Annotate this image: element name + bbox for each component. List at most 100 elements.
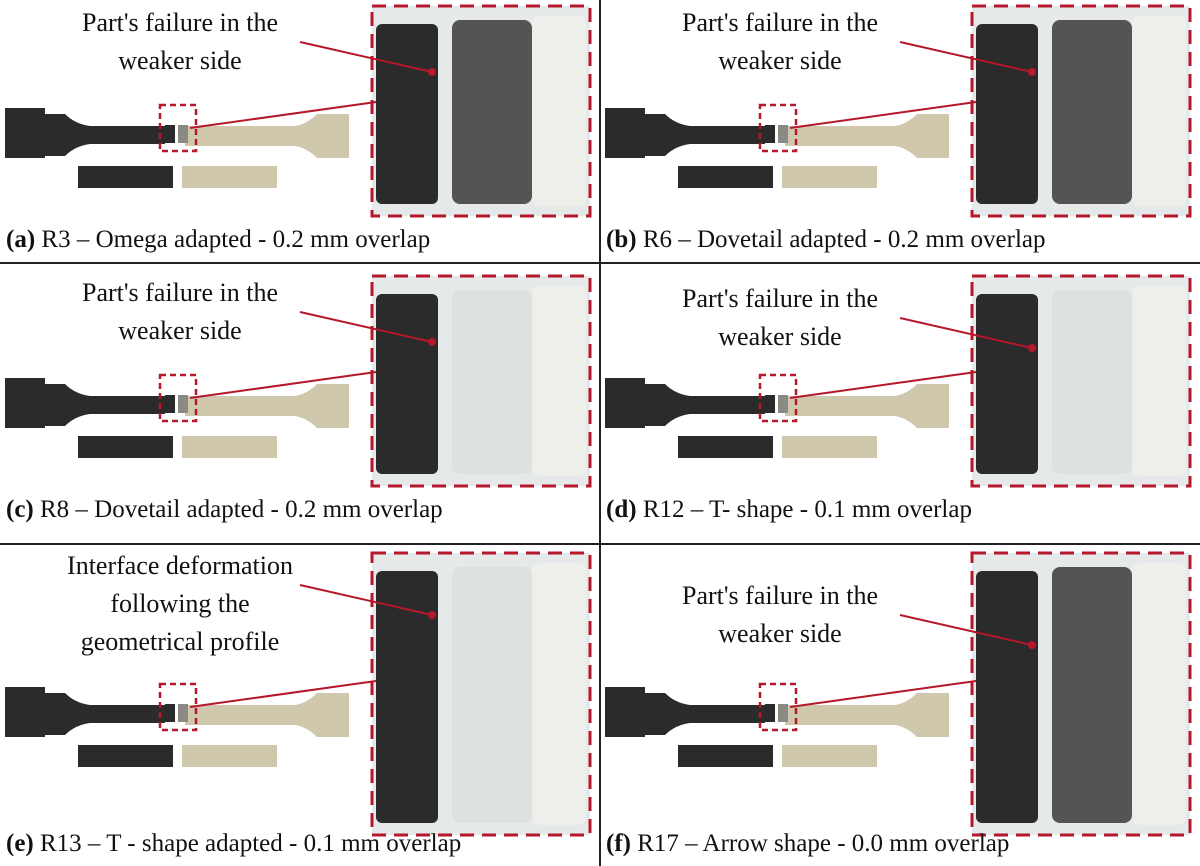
- annotation-pointer-dot: [1028, 641, 1036, 649]
- annotation-line: following the: [110, 589, 250, 618]
- zoom-dark-part: [976, 24, 1038, 204]
- panel-c: Part's failure in the weaker side (c) R8 –…: [0, 270, 600, 540]
- light-specimen-half: [785, 114, 949, 158]
- broken-light-piece: [182, 745, 277, 767]
- annotation-line: weaker side: [118, 316, 242, 345]
- panel-caption-text: R8 – Dovetail adapted - 0.2 mm overlap: [33, 496, 443, 523]
- interface-light-piece: [178, 395, 188, 413]
- interface-light-piece: [778, 395, 788, 413]
- zoom-box-border: [370, 274, 592, 488]
- panel-caption-text: R13 – T - shape adapted - 0.1 mm overlap: [33, 830, 462, 857]
- interface-dark-piece: [765, 395, 775, 413]
- specimen-photo: [605, 274, 1192, 488]
- panel-label: (d): [606, 496, 637, 523]
- annotation-line: Part's failure in the: [81, 8, 278, 37]
- zoom-transparent-part: [532, 16, 586, 206]
- broken-dark-piece: [78, 436, 173, 458]
- annotation-pointer-dot: [428, 68, 436, 76]
- broken-light-piece: [782, 745, 877, 767]
- annotation-line: Interface deformation: [67, 551, 293, 580]
- panel-a: Part's failure in the weaker side (a) R3 –…: [0, 0, 600, 270]
- annotation-line: Part's failure in the: [681, 284, 878, 313]
- zoom-leader-line: [189, 101, 377, 129]
- panel-label: (e): [6, 830, 34, 857]
- dark-specimen-half: [605, 108, 765, 158]
- zoom-failed-interface: [1052, 20, 1132, 204]
- dark-specimen-half: [605, 378, 765, 428]
- zoom-dark-part: [376, 294, 438, 474]
- vertical-divider: [599, 0, 601, 866]
- panel-label: (f): [606, 830, 631, 857]
- annotation-pointer-dot: [1028, 344, 1036, 352]
- light-specimen-half: [185, 114, 349, 158]
- annotation-line: Part's failure in the: [681, 8, 878, 37]
- panel-caption-text: R12 – T- shape - 0.1 mm overlap: [636, 496, 972, 523]
- panel-label: (b): [606, 226, 637, 253]
- zoom-transparent-part: [532, 563, 586, 825]
- panel-label: (c): [6, 496, 34, 523]
- zoom-box-border: [970, 551, 1192, 837]
- annotation-text: Part's failure in the weaker side: [45, 4, 315, 80]
- interface-dark-piece: [765, 704, 775, 722]
- light-specimen-half: [785, 693, 949, 737]
- annotation-pointer-dot: [428, 611, 436, 619]
- broken-dark-piece: [78, 166, 173, 188]
- annotation-line: Part's failure in the: [681, 581, 878, 610]
- broken-dark-piece: [678, 436, 773, 458]
- annotation-line: Part's failure in the: [81, 278, 278, 307]
- specimen-photo: [5, 551, 592, 837]
- interface-highlight-box: [758, 373, 798, 423]
- interface-highlight-box: [758, 103, 798, 153]
- interface-dark-piece: [165, 395, 175, 413]
- zoom-box-border: [370, 551, 592, 837]
- zoom-dark-part: [976, 294, 1038, 474]
- zoom-leader-line: [789, 371, 977, 399]
- dark-specimen-half: [5, 378, 165, 428]
- annotation-line: weaker side: [118, 46, 242, 75]
- specimen-photo: [605, 4, 1192, 218]
- annotation-leader-line: [299, 584, 433, 616]
- dark-specimen-half: [5, 108, 165, 158]
- annotation-text: Part's failure in the weaker side: [45, 274, 315, 350]
- zoom-box-border: [370, 4, 592, 218]
- panel-caption: (f) R17 – Arrow shape - 0.0 mm overlap: [606, 830, 1009, 858]
- annotation-leader-line: [899, 317, 1033, 349]
- interface-light-piece: [178, 125, 188, 143]
- annotation-line: weaker side: [718, 322, 842, 351]
- interface-highlight-box: [158, 682, 198, 732]
- light-specimen-half: [185, 384, 349, 428]
- zoom-failed-interface: [452, 567, 532, 823]
- broken-dark-piece: [678, 745, 773, 767]
- zoom-dark-part: [976, 571, 1038, 823]
- interface-dark-piece: [165, 125, 175, 143]
- zoom-box-border: [970, 274, 1192, 488]
- interface-dark-piece: [165, 704, 175, 722]
- interface-light-piece: [778, 125, 788, 143]
- annotation-leader-line: [899, 41, 1033, 73]
- interface-highlight-box: [158, 373, 198, 423]
- annotation-leader-line: [299, 41, 433, 73]
- broken-light-piece: [182, 166, 277, 188]
- panel-caption: (c) R8 – Dovetail adapted - 0.2 mm overl…: [6, 496, 443, 524]
- panel-caption-text: R17 – Arrow shape - 0.0 mm overlap: [630, 830, 1010, 857]
- zoom-failed-interface: [452, 290, 532, 474]
- zoom-leader-line: [189, 371, 377, 399]
- interface-dark-piece: [765, 125, 775, 143]
- zoom-leader-line: [789, 680, 977, 708]
- panel-caption: (a) R3 – Omega adapted - 0.2 mm overlap: [6, 226, 430, 254]
- annotation-leader-line: [899, 614, 1033, 646]
- zoom-transparent-part: [1132, 286, 1186, 476]
- horizontal-divider-top: [0, 262, 1200, 264]
- light-specimen-half: [785, 384, 949, 428]
- zoom-dark-part: [376, 24, 438, 204]
- annotation-pointer-dot: [428, 338, 436, 346]
- dark-specimen-half: [605, 687, 765, 737]
- zoom-failed-interface: [1052, 567, 1132, 823]
- broken-light-piece: [782, 166, 877, 188]
- zoom-dark-part: [376, 571, 438, 823]
